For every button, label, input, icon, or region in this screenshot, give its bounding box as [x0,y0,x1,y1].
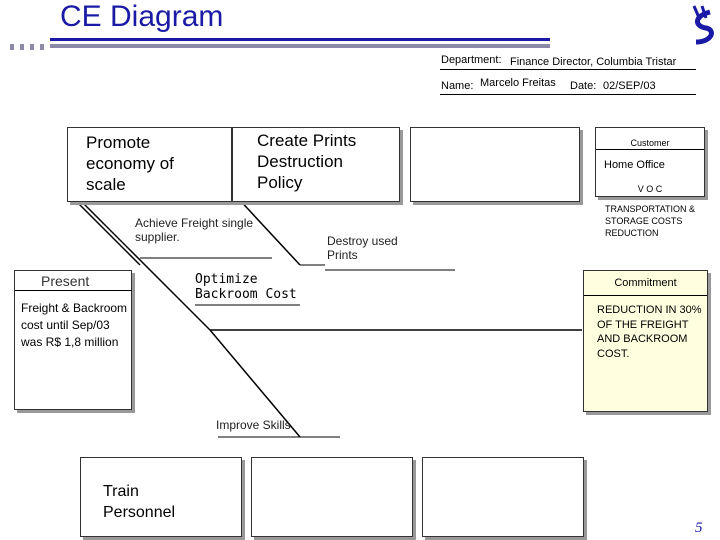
customer-value: Home Office [604,159,665,171]
commitment-heading: Commitment [614,277,677,289]
cause-box-empty-2 [251,457,413,537]
customer-box: Customer Home Office V O C [595,127,705,197]
commitment-divider [584,295,707,296]
present-divider [15,290,132,291]
department-underline [440,69,696,70]
commitment-text: REDUCTION IN 30% OF THE FREIGHT AND BACK… [597,304,702,360]
cause-box-create-prints: Create Prints Destruction Policy [232,127,400,202]
date-value: 02/SEP/03 [603,80,656,92]
name-underline [440,94,696,95]
department-label: Department: [441,54,502,66]
cause-create-prints: Create Prints Destruction Policy [257,131,357,192]
cause-improve-skills: Improve Skills [216,418,291,432]
cause-achieve-freight: Achieve Freight single supplier. [135,216,254,244]
present-box: Present Freight & Backroom cost until Se… [14,270,132,410]
cause-box-promote: Promote economy of scale [67,127,232,202]
present-text: Freight & Backroom cost until Sep/03 was… [21,301,128,349]
train-box: Train Personnel [80,457,242,537]
cause-box-empty-1 [410,127,580,202]
page-number: 5 [695,520,703,536]
cause-promote: Promote economy of scale [86,133,174,194]
page-title: CE Diagram [60,0,224,33]
title-underline [50,38,550,41]
commitment-box: Commitment REDUCTION IN 30% OF THE FREIG… [583,270,708,412]
cause-train-personnel: Train Personnel [103,483,176,521]
name-value: Marcelo Freitas [480,77,556,89]
company-logo-icon [692,5,714,45]
customer-divider [596,149,704,150]
date-label: Date: [570,80,597,92]
cause-optimize-backroom: Optimize Backroom Cost [195,272,297,302]
present-heading: Present [41,273,90,289]
cause-box-empty-3 [422,457,584,537]
cause-destroy-prints: Destroy used Prints [327,234,398,262]
voc-text: TRANSPORTATION & STORAGE COSTS REDUCTION [605,204,696,238]
title-shadow-bar [50,44,550,48]
voc-label: V O C [637,184,663,194]
name-label: Name: [441,80,474,92]
decorative-dashes [10,44,44,50]
customer-heading: Customer [630,138,670,148]
department-value: Finance Director, Columbia Tristar [510,56,677,68]
